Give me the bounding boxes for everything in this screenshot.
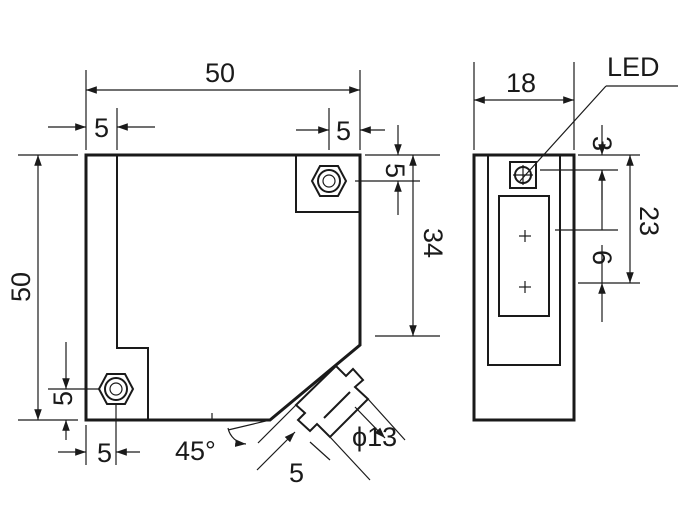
bottom-left-mounting-hole bbox=[97, 373, 135, 405]
housing-outline bbox=[84, 153, 362, 422]
connector-diameter-label: ϕ13 bbox=[352, 422, 397, 452]
top-right-hole-recess bbox=[295, 155, 360, 213]
window-height-label: 23 bbox=[634, 206, 664, 236]
led-indicator bbox=[509, 161, 537, 189]
front-width-label: 50 bbox=[205, 58, 235, 88]
top-left-offset-label: 5 bbox=[94, 113, 109, 143]
side-width-label: 18 bbox=[506, 68, 536, 98]
top-right-offset-label: 5 bbox=[336, 116, 351, 146]
side-view: LED 18 3 23 6 bbox=[472, 52, 678, 422]
housing-inner-edge bbox=[116, 155, 149, 420]
led-offset-label: 3 bbox=[587, 136, 617, 151]
top-right-mounting-hole bbox=[310, 165, 348, 197]
front-height-label: 50 bbox=[6, 272, 36, 302]
led-label: LED bbox=[607, 52, 660, 82]
bottom-left-horizontal-label: 5 bbox=[97, 438, 112, 468]
window-lower-label: 6 bbox=[587, 250, 617, 265]
right-height-label: 34 bbox=[418, 228, 448, 258]
front-view: 50 5 5 50 5 34 5 5 bbox=[6, 58, 448, 488]
side-window bbox=[498, 195, 550, 317]
window-crosshair-upper bbox=[519, 230, 531, 242]
window-crosshair-lower bbox=[519, 281, 531, 293]
right-hole-vertical-label: 5 bbox=[380, 163, 410, 178]
side-body-outline bbox=[472, 153, 576, 422]
side-inner-frame bbox=[487, 155, 561, 366]
connector-offset-label: 5 bbox=[289, 458, 304, 488]
bottom-left-vertical-label: 5 bbox=[48, 391, 78, 406]
chamfer-angle-label: 45° bbox=[175, 436, 216, 466]
